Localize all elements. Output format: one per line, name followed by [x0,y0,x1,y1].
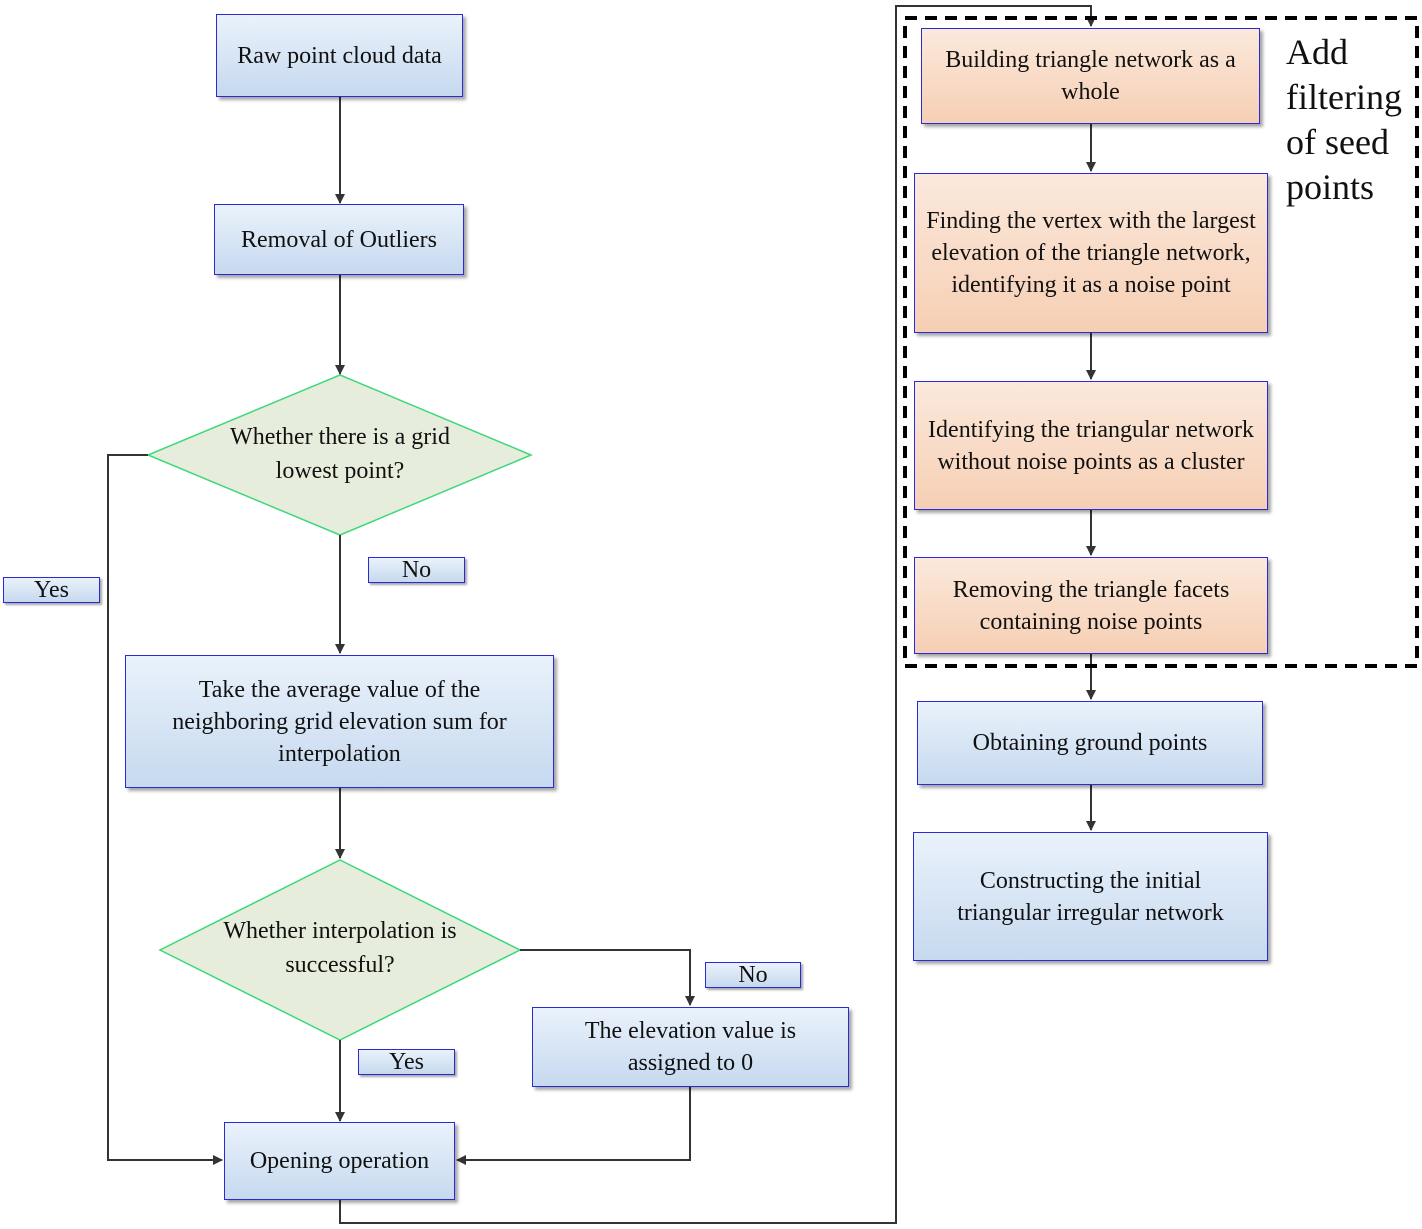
node-opening-operation: Opening operation [224,1122,455,1200]
node-removal-of-outliers: Removal of Outliers [214,204,464,275]
edge-grid-yes-to-opening [107,454,223,1165]
node-decision-interp-text: Whether interpolation is successful? [223,918,457,978]
node-obtaining-ground-points: Obtaining ground points [917,701,1263,785]
node-raw-point-cloud: Raw point cloud data [216,14,463,97]
edge-zero-to-opening [456,1087,691,1165]
node-elevation-zero: The elevation value is assigned to 0 [532,1007,849,1087]
edge-opening-to-building [339,5,1096,1224]
label-no-grid: No [368,557,465,583]
node-decision-grid-text: Whether there is a grid lowest point? [230,424,450,484]
seed-filter-group-note: Add filtering of seed points [1286,32,1402,207]
node-removing-facets: Removing the triangle facets containing … [914,557,1268,654]
node-constructing-tin: Constructing the initial triangular irre… [913,832,1268,961]
edge-interp-no-to-zero [520,949,695,1006]
node-average-interpolation: Take the average value of the neighborin… [125,655,554,788]
node-finding-vertex: Finding the vertex with the largest elev… [914,173,1268,333]
node-building-triangle-network: Building triangle network as a whole [921,28,1260,124]
label-yes-interp: Yes [358,1049,455,1075]
node-identifying-cluster: Identifying the triangular network witho… [914,381,1268,510]
label-yes-grid: Yes [3,577,100,603]
label-no-interp: No [705,962,801,988]
